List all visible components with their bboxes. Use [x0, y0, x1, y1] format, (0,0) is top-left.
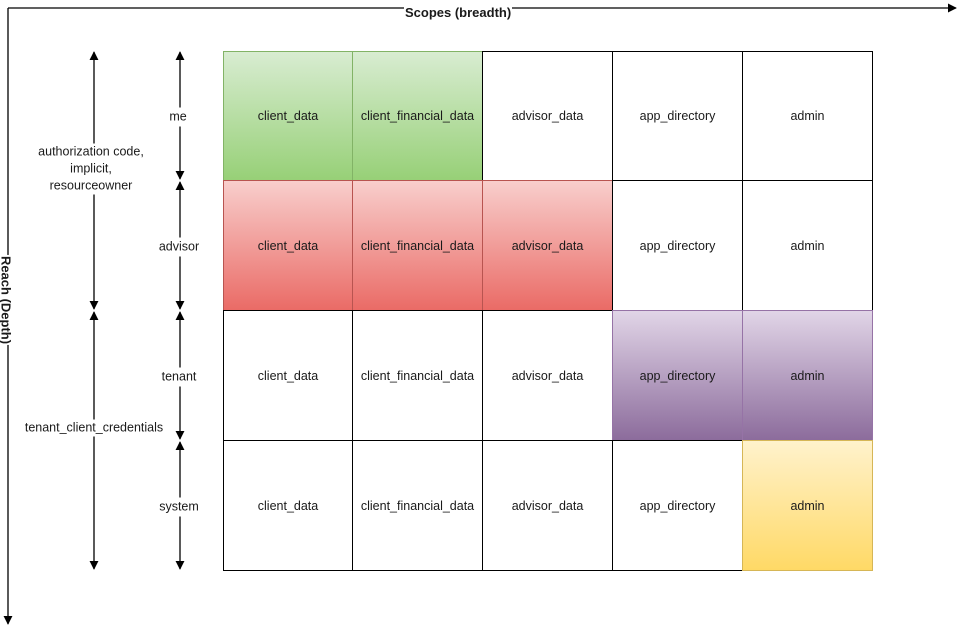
scope-cell-advisor-client-financial-data: client_financial_data — [352, 180, 483, 311]
reach-label-tenant: tenant — [159, 367, 199, 387]
scope-cell-advisor-client-data: client_data — [223, 180, 353, 311]
scope-cell-system-app-directory: app_directory — [612, 440, 743, 571]
scope-cell-tenant-app-directory: app_directory — [612, 310, 743, 441]
user-grants-label: authorization code, implicit, resourceow… — [36, 143, 146, 195]
scope-cell-me-client-data: client_data — [223, 51, 353, 181]
scope-cell-advisor-admin: admin — [742, 180, 873, 311]
scope-cell-me-admin: admin — [742, 51, 873, 181]
scope-cell-tenant-client-data: client_data — [223, 310, 353, 441]
scope-cell-me-client-financial-data: client_financial_data — [352, 51, 483, 181]
reach-label-me: me — [167, 107, 189, 127]
scope-cell-system-client-data: client_data — [223, 440, 353, 571]
grant-line: authorization code, — [38, 144, 144, 159]
scope-cell-me-advisor-data: advisor_data — [482, 51, 613, 181]
grant-line: implicit, — [70, 161, 112, 176]
scope-cell-tenant-advisor-data: advisor_data — [482, 310, 613, 441]
scope-cell-advisor-app-directory: app_directory — [612, 180, 743, 311]
scope-cell-advisor-advisor-data: advisor_data — [482, 180, 613, 311]
reach-label-system: system — [157, 497, 201, 517]
y-axis-title: Reach (Depth) — [0, 254, 14, 346]
scope-cell-tenant-admin: admin — [742, 310, 873, 441]
scope-cell-me-app-directory: app_directory — [612, 51, 743, 181]
grant-line: resourceowner — [49, 178, 133, 193]
x-axis-title: Scopes (breadth) — [404, 5, 513, 20]
scope-cell-system-client-financial-data: client_financial_data — [352, 440, 483, 571]
scope-cell-system-advisor-data: advisor_data — [482, 440, 613, 571]
scope-cell-tenant-client-financial-data: client_financial_data — [352, 310, 483, 441]
scope-cell-system-admin: admin — [742, 440, 873, 571]
reach-label-advisor: advisor — [156, 237, 202, 257]
client-grant-label: tenant_client_credentials — [22, 419, 166, 437]
